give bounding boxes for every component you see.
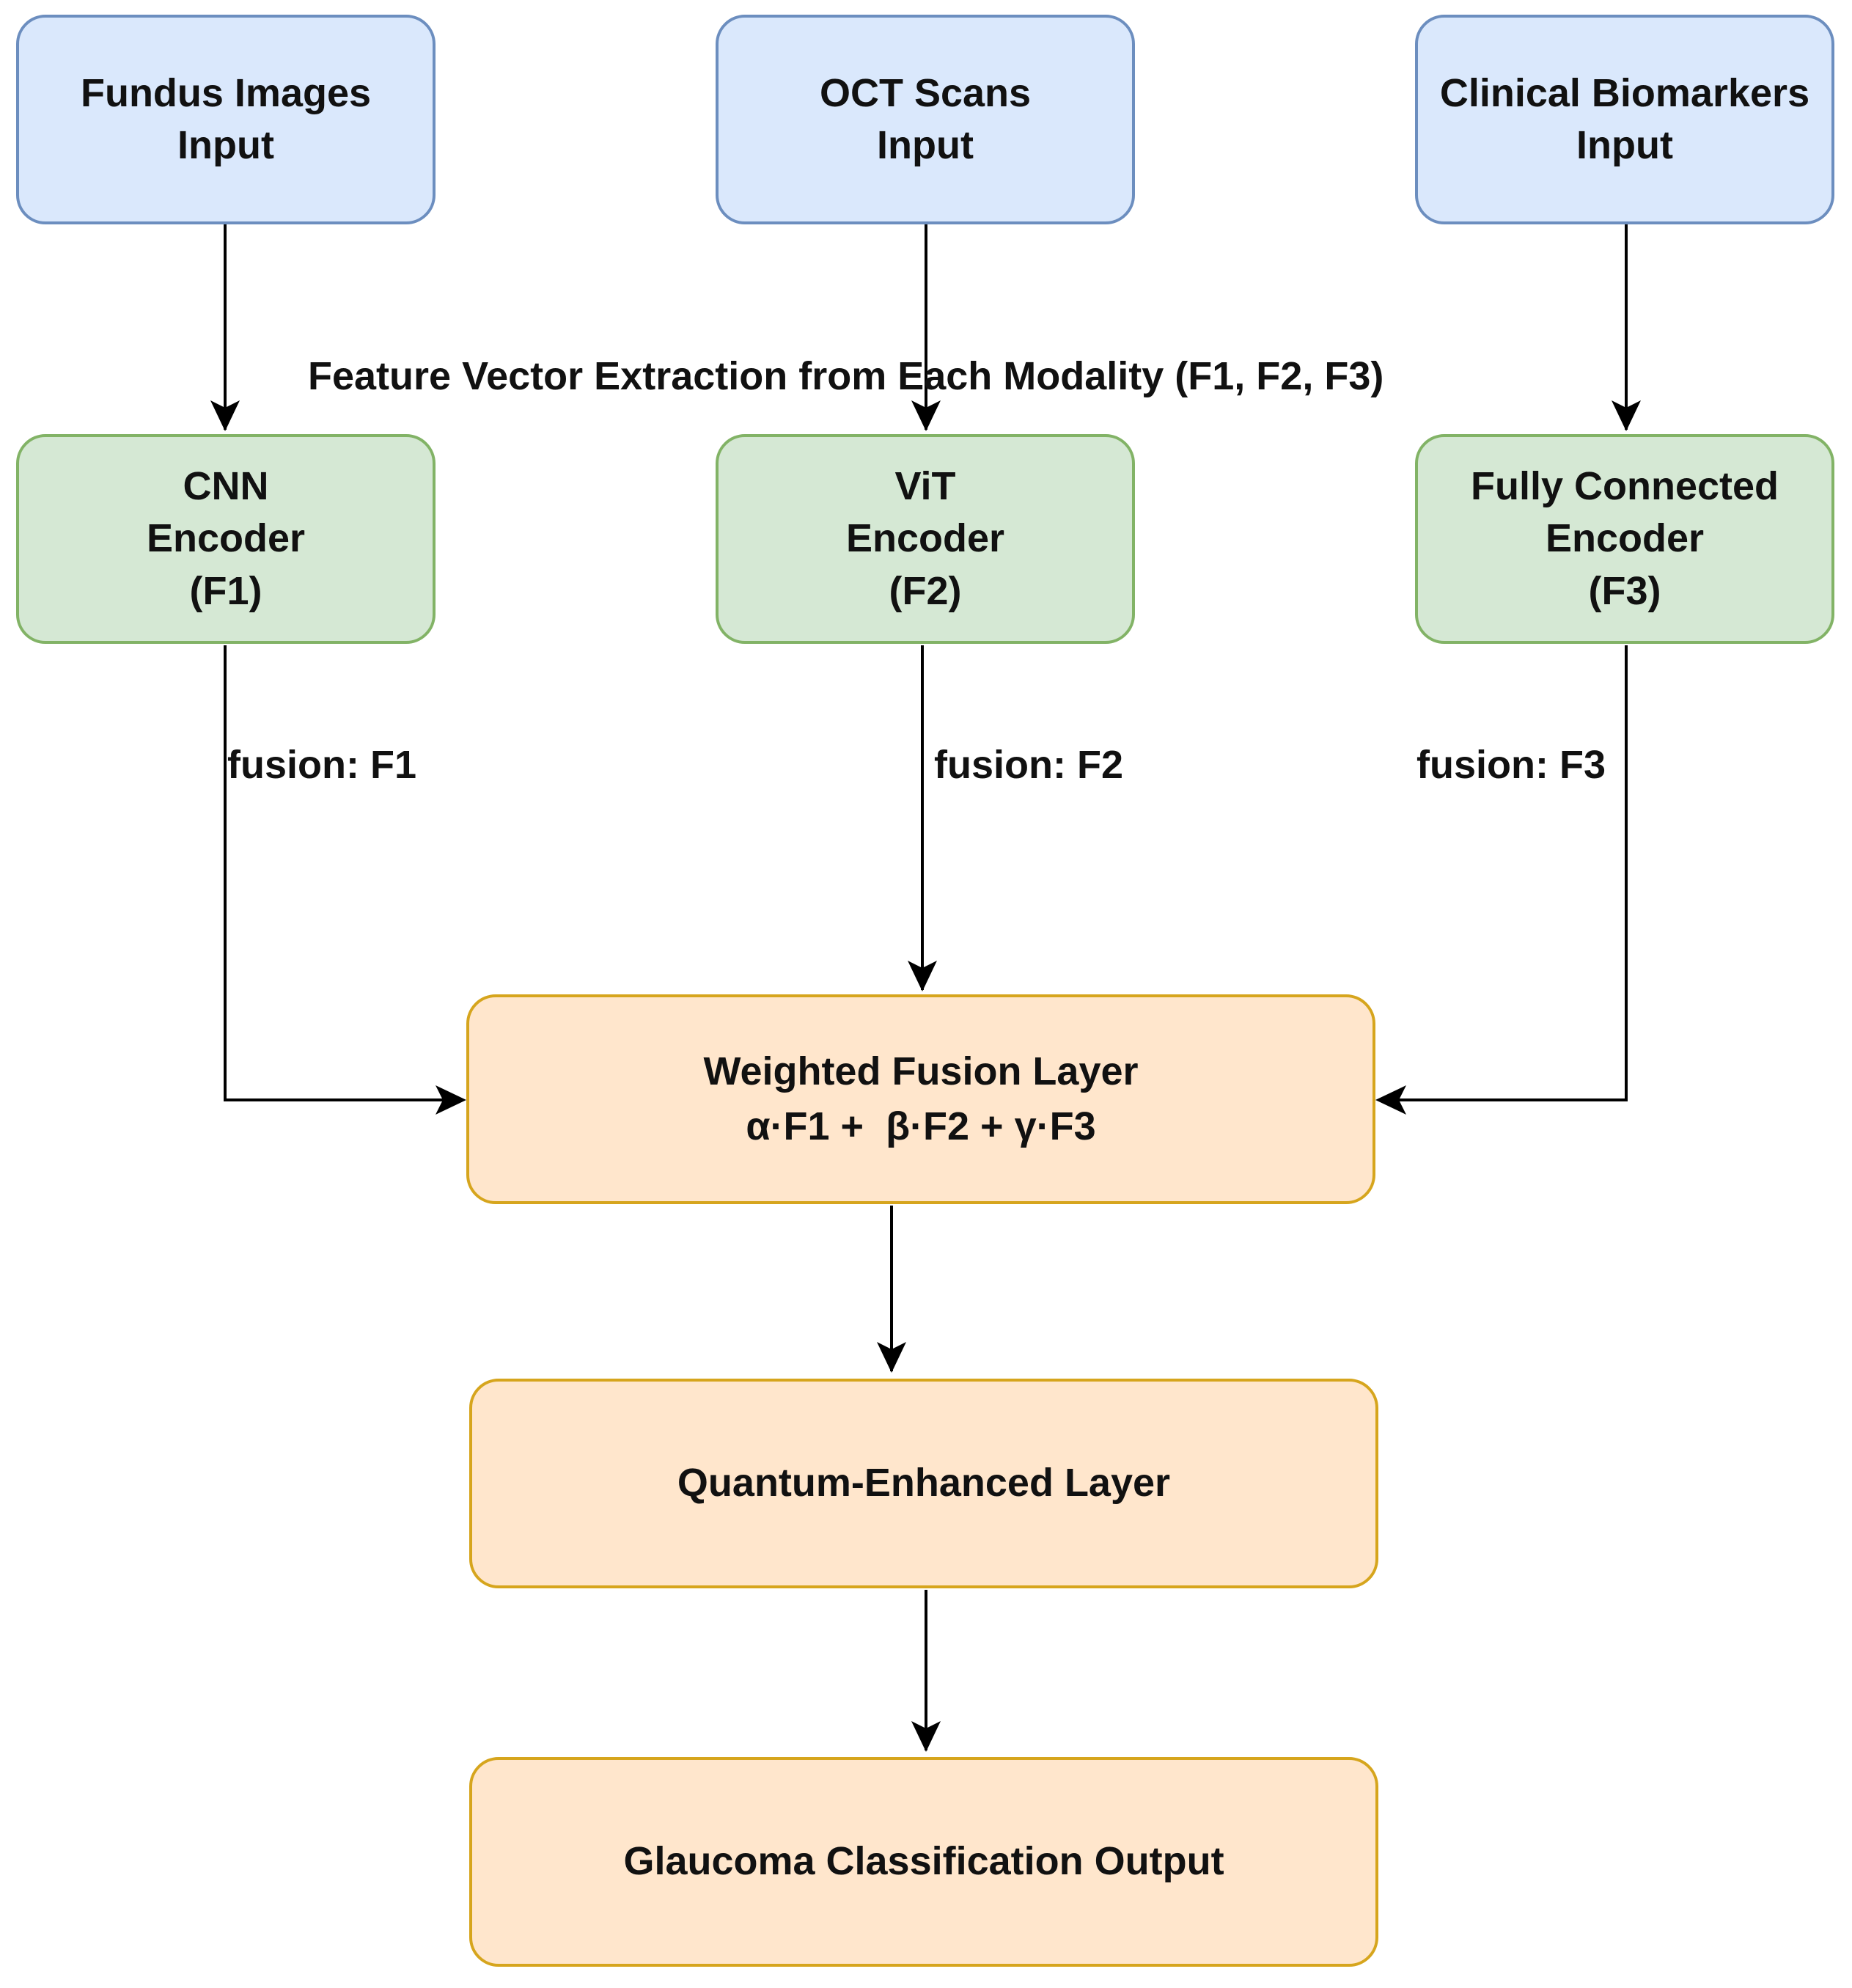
fc-encoder-line1: Fully Connected [1470,464,1779,509]
fc-encoder-line3: (F3) [1588,568,1661,613]
vit-encoder-line3: (F2) [889,568,962,613]
fc-encoder-node: Fully Connected Encoder (F3) [1415,434,1834,644]
clinical-input-line2: Input [1576,123,1673,167]
fundus-input-node: Fundus Images Input [16,15,436,224]
edge-label-f3: fusion: F3 [1416,743,1606,787]
arrowhead-fc [1612,400,1641,431]
oct-input-line2: Input [877,123,974,167]
fundus-input-line1: Fundus Images [80,70,372,115]
cnn-encoder-line2: Encoder [146,516,306,561]
edge-cnn-to-fusion [224,645,463,1101]
arrowhead-fusion-left [436,1085,466,1115]
arrowhead-vit [911,400,941,431]
cnn-encoder-line1: CNN [183,464,269,509]
quantum-label: Quantum-Enhanced Layer [677,1461,1171,1505]
cnn-encoder-node: CNN Encoder (F1) [16,434,436,644]
fundus-input-line2: Input [177,123,274,167]
edge-fc-to-fusion [1378,645,1628,1101]
vit-encoder-node: ViT Encoder (F2) [716,434,1135,644]
vit-encoder-line1: ViT [894,464,956,509]
fusion-formula: α·F1 + β·F2 + γ·F3 [746,1104,1096,1148]
cnn-encoder-line3: (F1) [189,568,262,613]
arrowhead-cnn [210,400,240,431]
edge-label-f1: fusion: F1 [227,743,416,787]
output-label: Glaucoma Classification Output [623,1839,1224,1884]
oct-input-line1: OCT Scans [819,70,1032,115]
quantum-layer-node: Quantum-Enhanced Layer [469,1379,1378,1588]
arrowhead-fusion-top [908,961,937,991]
classification-output-node: Glaucoma Classification Output [469,1757,1378,1967]
arrowhead-output [911,1721,941,1752]
edge-label-f2: fusion: F2 [934,743,1123,787]
fc-encoder-line2: Encoder [1545,516,1705,561]
vit-encoder-line2: Encoder [845,516,1005,561]
fusion-title: Weighted Fusion Layer [703,1049,1139,1094]
oct-input-node: OCT Scans Input [716,15,1135,224]
arrowhead-quantum [877,1342,906,1373]
feature-extraction-label: Feature Vector Extraction from Each Moda… [308,354,1384,398]
arrowhead-fusion-right [1375,1085,1406,1115]
clinical-input-node: Clinical Biomarkers Input [1415,15,1834,224]
clinical-input-line1: Clinical Biomarkers [1439,70,1810,115]
weighted-fusion-node: Weighted Fusion Layer α·F1 + β·F2 + γ·F3 [466,994,1375,1204]
